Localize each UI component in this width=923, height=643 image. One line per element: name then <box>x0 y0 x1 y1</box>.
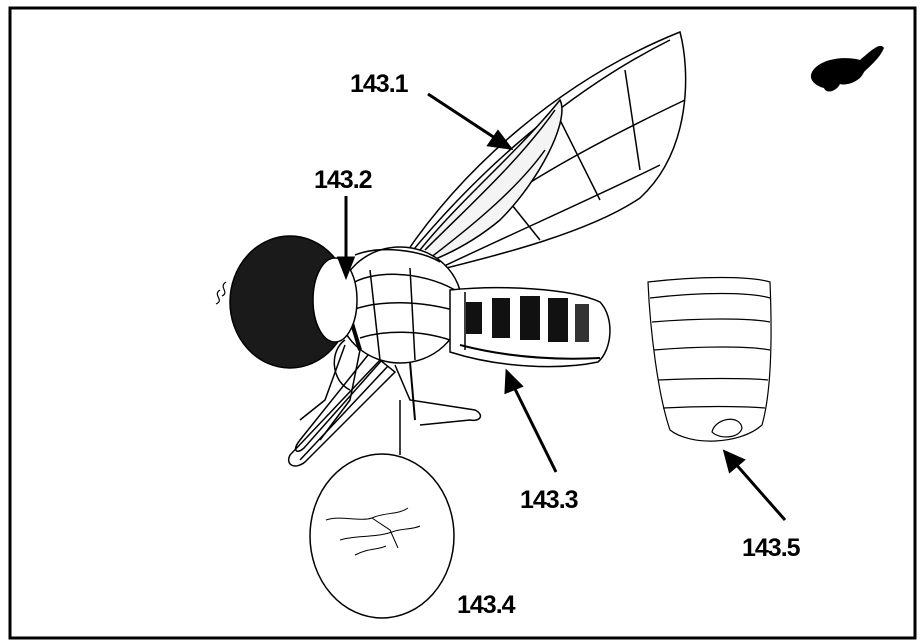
fly-drawing <box>216 32 686 466</box>
head <box>216 236 357 368</box>
fly-silhouette-icon <box>811 46 884 92</box>
abdomen <box>450 288 610 367</box>
label-abdomen-tip: 143.5 <box>742 534 801 562</box>
label-abdomen-side: 143.3 <box>520 486 578 514</box>
abdomen-tip-detail <box>648 278 771 442</box>
folded-wing <box>289 350 395 466</box>
label-magnified-detail: 143.4 <box>457 591 516 619</box>
label-wing: 143.1 <box>350 70 409 98</box>
label-head: 143.2 <box>314 166 372 194</box>
